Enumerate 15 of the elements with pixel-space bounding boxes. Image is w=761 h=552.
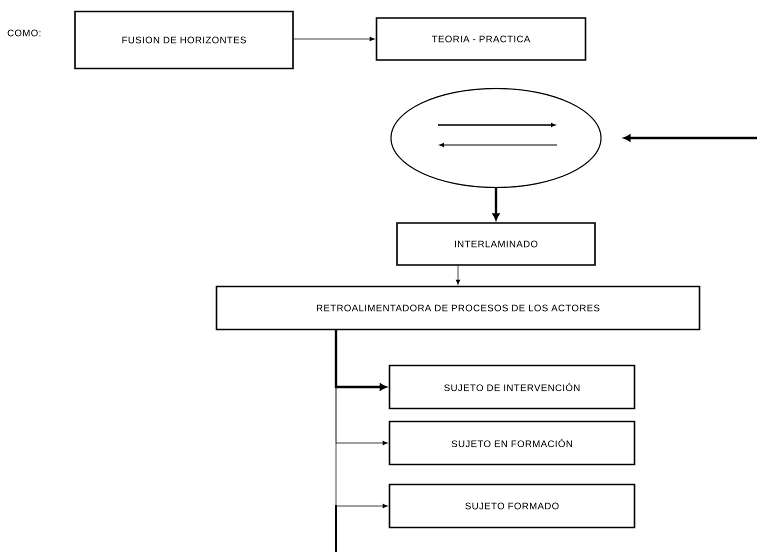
- process-box: SUJETO DE INTERVENCIÓN: [388, 364, 636, 410]
- arrow: [492, 188, 500, 220]
- arrow: [336, 330, 388, 508]
- cycle-ellipse: [390, 88, 602, 188]
- process-box: SUJETO EN FORMACIÓN: [388, 420, 636, 466]
- arrow: [334, 330, 387, 391]
- process-box: TEORIA - PRACTICA: [376, 17, 586, 61]
- process-box: SUJETO FORMADO: [388, 484, 636, 528]
- arrow: [624, 134, 757, 142]
- arrow: [293, 36, 375, 42]
- side-label: COMO:: [8, 30, 40, 36]
- arrow: [456, 265, 460, 285]
- process-box: FUSION DE HORIZONTES: [74, 10, 294, 70]
- process-box: RETROALIMENTADORA DE PROCESOS DE LOS ACTORES: [216, 286, 700, 330]
- process-box: INTERLAMINADO: [396, 222, 596, 266]
